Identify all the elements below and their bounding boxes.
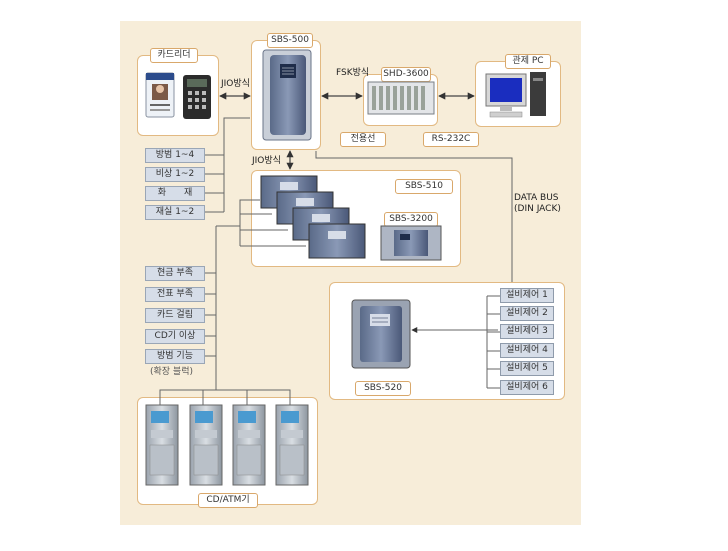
fsk-label: FSK방식 (336, 68, 370, 78)
atm-distribution (159, 389, 291, 407)
din-jack-label: (DIN JACK) (514, 204, 561, 214)
sbs510-feed-lines (216, 199, 306, 247)
sbs510-cabinets-icon (260, 175, 366, 259)
input-cd-fault: CD기 이상 (145, 329, 205, 344)
sbs520-cabinet-icon (351, 299, 411, 369)
sbs520-title: SBS-520 (355, 381, 411, 396)
shd3600-title: SHD-3600 (381, 67, 431, 82)
card-reader-title: 카드리더 (150, 48, 198, 63)
expansion-note: (확장 블럭) (150, 367, 194, 377)
sbs510-title: SBS-510 (395, 179, 453, 194)
input-occupancy: 재실 1~2 (145, 205, 205, 220)
shd3600-rack-icon (367, 81, 435, 115)
equipment-control-1: 설비제어 1 (500, 288, 554, 303)
control-ticks (487, 295, 500, 389)
input-card-jam: 카드 걸림 (145, 308, 205, 323)
input-security-func: 방범 기능 (145, 349, 205, 364)
input-security: 방범 1~4 (145, 148, 205, 163)
input-fire: 화 재 (145, 186, 205, 201)
equipment-control-4: 설비제어 4 (500, 343, 554, 358)
input-bus-atm (205, 272, 217, 390)
input-bus-top (205, 117, 250, 156)
equipment-control-5: 설비제어 5 (500, 361, 554, 376)
data-bus-line (315, 151, 513, 282)
input-emergency: 비상 1~2 (145, 167, 205, 182)
keypad-reader-icon (183, 75, 211, 119)
sbs500-cabinet-icon (262, 49, 312, 141)
input-slip-low: 전표 부족 (145, 287, 205, 302)
equipment-control-2: 설비제어 2 (500, 306, 554, 321)
equipment-control-3: 설비제어 3 (500, 324, 554, 339)
data-bus-label: DATA BUS (514, 193, 559, 203)
input-cash-low: 현금 부족 (145, 266, 205, 281)
rs232c-tag: RS-232C (423, 132, 479, 147)
id-card-icon (145, 72, 175, 118)
monitor-pc-title: 관제 PC (505, 54, 551, 69)
sbs3200-cabinet-icon (380, 225, 442, 261)
sbs500-title: SBS-500 (267, 33, 313, 48)
cd-atm-title: CD/ATM기 (198, 493, 258, 508)
jio-label-top: JIO방식 (221, 79, 250, 89)
dedicated-line-tag: 전용선 (340, 132, 386, 147)
jio-label-mid: JIO방식 (252, 156, 281, 166)
pc-icon (485, 72, 546, 118)
equipment-control-6: 설비제어 6 (500, 380, 554, 395)
atm-machines-icon (145, 404, 309, 486)
